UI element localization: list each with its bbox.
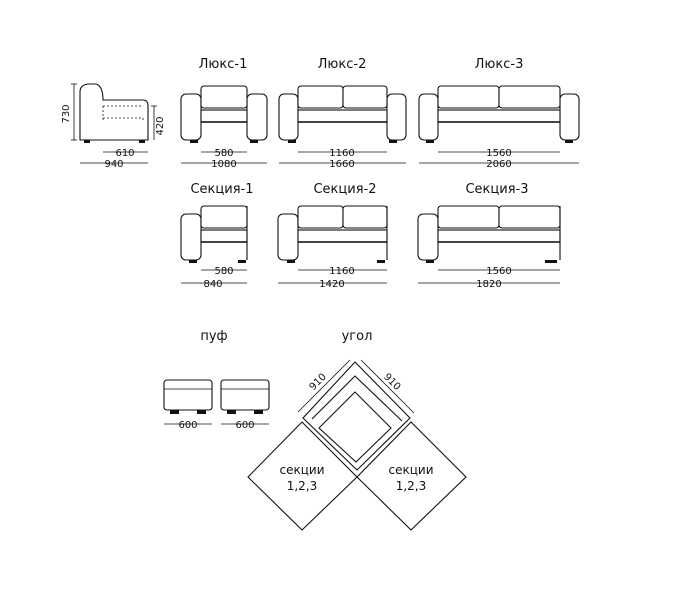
side-view-outline xyxy=(79,83,149,141)
dim-sec1-seat: 580 xyxy=(214,266,233,277)
corner-section-right xyxy=(356,421,467,531)
sec3-leg xyxy=(426,260,434,263)
dim-sec3-seat: 1560 xyxy=(486,266,511,277)
dim-line xyxy=(360,359,415,414)
lux2-leg xyxy=(389,140,397,143)
lux1-arm-right xyxy=(246,93,268,141)
lux2-seat xyxy=(297,109,388,123)
dim-corner-right: 910 xyxy=(381,372,402,393)
model-lux1: Люкс-1 580 1080 xyxy=(180,57,268,170)
sec2-seat xyxy=(297,229,388,243)
lux3-back-cushion xyxy=(437,85,500,109)
sec2-leg xyxy=(377,260,385,263)
dim-sec3-total: 1820 xyxy=(476,279,501,290)
sec1-leg xyxy=(238,260,246,263)
dim-lux1-seat: 580 xyxy=(214,148,233,159)
dim-sec2-seat: 1160 xyxy=(329,266,354,277)
lux2-title: Люкс-2 xyxy=(318,57,367,72)
dim-sec1-total: 840 xyxy=(203,279,222,290)
lux3-leg xyxy=(565,140,573,143)
lux3-seat xyxy=(437,109,561,123)
lux1-leg xyxy=(250,140,258,143)
sec3-leg xyxy=(545,260,557,263)
dim-lux3-total: 2060 xyxy=(486,159,511,170)
model-puf: пуф 600 600 xyxy=(163,329,270,431)
sec2-title: Секция-2 xyxy=(313,182,376,197)
lux2-arm-right xyxy=(386,93,407,141)
puf-leg xyxy=(227,410,236,414)
lux3-leg xyxy=(426,140,434,143)
lux1-back-cushion xyxy=(200,85,248,109)
corner-right-label-2: 1,2,3 xyxy=(396,479,427,493)
dim-lux1-total: 1080 xyxy=(211,159,236,170)
model-sec1: Секция-1 580 840 xyxy=(180,182,254,290)
dim-side-seat-height: 420 xyxy=(155,116,166,135)
side-view-leg xyxy=(139,140,145,143)
sec3-title: Секция-3 xyxy=(465,182,528,197)
lux1-seat xyxy=(200,109,248,123)
model-corner: угол 910 910 секции 1,2,3 секции 1,2,3 xyxy=(247,329,467,531)
puf-right xyxy=(220,379,270,411)
sec1-back-cushion xyxy=(200,205,248,229)
side-view-leg xyxy=(84,140,90,143)
puf-leg xyxy=(254,410,263,414)
lux2-arm-left xyxy=(278,93,299,141)
corner-title: угол xyxy=(342,329,373,344)
dim-side-height: 730 xyxy=(61,104,72,123)
puf-title: пуф xyxy=(200,329,227,344)
corner-left-label-2: 1,2,3 xyxy=(287,479,318,493)
dim-lux2-total: 1660 xyxy=(329,159,354,170)
side-view: 730 420 610 940 xyxy=(61,83,166,170)
dim-line xyxy=(297,359,351,413)
dim-side-depth: 940 xyxy=(104,159,123,170)
dim-puf2: 600 xyxy=(235,420,254,431)
model-lux3: Люкс-3 1560 2060 xyxy=(418,57,580,170)
dim-puf1: 600 xyxy=(178,420,197,431)
sec2-back-cushion xyxy=(342,205,388,229)
sec1-title: Секция-1 xyxy=(190,182,253,197)
lux1-title: Люкс-1 xyxy=(199,57,248,72)
dim-corner-left: 910 xyxy=(308,372,329,393)
lux1-arm-left xyxy=(180,93,202,141)
lux3-arm-left xyxy=(418,93,439,141)
model-sec2: Секция-2 1160 1420 xyxy=(277,182,388,290)
dim-sec2-total: 1420 xyxy=(319,279,344,290)
lux2-back-cushion xyxy=(342,85,388,109)
lux2-back-cushion xyxy=(297,85,344,109)
corner-left-label-1: секции xyxy=(280,463,325,477)
side-view-cushion xyxy=(102,105,144,122)
sec3-arm-left xyxy=(417,213,439,261)
puf-leg xyxy=(197,410,206,414)
corner-seat xyxy=(318,391,392,463)
lux2-leg xyxy=(288,140,296,143)
sec3-back-cushion xyxy=(437,205,500,229)
corner-section-left xyxy=(247,421,358,531)
lux3-title: Люкс-3 xyxy=(475,57,524,72)
lux3-back-cushion xyxy=(498,85,561,109)
puf-leg xyxy=(170,410,179,414)
sec1-seat xyxy=(200,229,248,243)
sec1-leg xyxy=(189,260,197,263)
sec3-seat xyxy=(437,229,561,243)
sec1-arm-left xyxy=(180,213,202,261)
puf-left xyxy=(163,379,213,411)
sec2-back-cushion xyxy=(297,205,344,229)
lux1-leg xyxy=(190,140,198,143)
sec3-back-cushion xyxy=(498,205,561,229)
sec2-leg xyxy=(287,260,295,263)
model-lux2: Люкс-2 1160 1660 xyxy=(278,57,407,170)
sec2-arm-left xyxy=(277,213,299,261)
model-sec3: Секция-3 1560 1820 xyxy=(417,182,561,290)
dim-side-seat-depth: 610 xyxy=(115,148,134,159)
lux3-arm-right xyxy=(559,93,580,141)
corner-right-label-1: секции xyxy=(389,463,434,477)
dim-lux2-seat: 1160 xyxy=(329,148,354,159)
dim-lux3-seat: 1560 xyxy=(486,148,511,159)
